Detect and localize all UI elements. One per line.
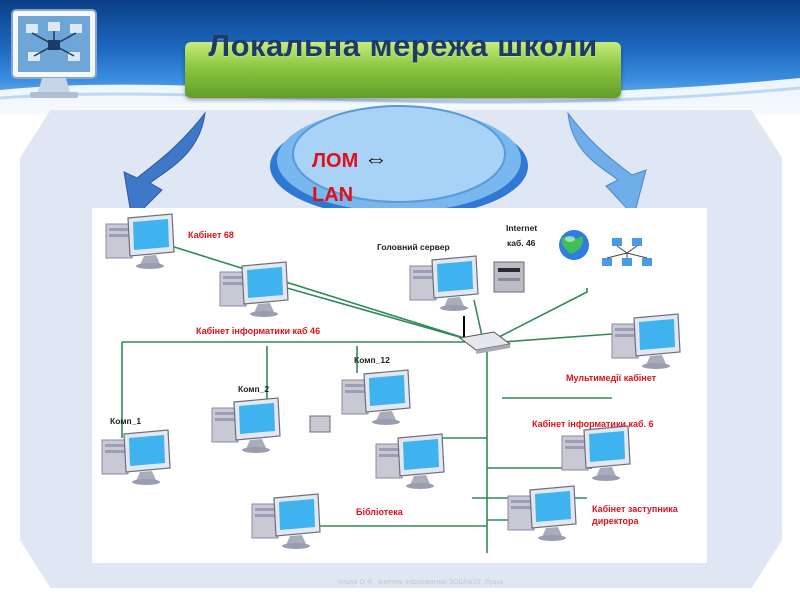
label-komp12: Комп_12 [354, 355, 390, 365]
computer-center-icon [376, 434, 444, 489]
internet-globe-icon [559, 230, 589, 260]
computer-cab46-icon [220, 262, 288, 317]
label-cab68: Кабінет 68 [188, 230, 234, 240]
lan-acronyms: ЛОМ ⇔ LAN [312, 143, 388, 212]
computer-deputy-icon [508, 486, 576, 541]
computer-cab6-icon [562, 426, 630, 481]
bidirectional-arrow-icon: ⇔ [364, 146, 388, 173]
computer-komp2-icon [212, 398, 280, 453]
label-cab-inf46: Кабінет інформатики каб 46 [196, 326, 320, 336]
footer-credit: Чешук О.Ф., вчитель інформатики ЗОШ№20, … [290, 579, 550, 586]
computer-library-icon [252, 494, 320, 549]
computer-komp12-icon [342, 370, 410, 425]
label-komp2: Комп_2 [238, 384, 269, 394]
lom-label: ЛОМ [312, 150, 358, 172]
network-diagram-svg: Кабінет 68 Кабінет інформатики каб 46 Му… [92, 208, 707, 563]
label-library: Бібліотека [356, 507, 404, 517]
label-cab-inf6: Кабінет інформатики каб. 6 [532, 419, 654, 429]
main-server-icon [410, 256, 524, 311]
computer-multimedia-icon [612, 314, 680, 369]
page-title: Локальна мережа школи [185, 28, 621, 64]
label-deputy-2: директора [592, 516, 640, 526]
label-multimedia: Мультимедії кабінет [566, 373, 657, 383]
label-cab46-server: каб. 46 [507, 238, 536, 248]
label-komp1: Комп_1 [110, 416, 141, 426]
logo-monitor-icon [8, 6, 100, 102]
network-nodes-icon [602, 238, 652, 266]
label-server: Головний сервер [377, 242, 450, 252]
lan-label: LAN [312, 178, 388, 212]
computer-komp1-icon [102, 430, 170, 485]
label-deputy-1: Кабінет заступника [592, 504, 679, 514]
lan-oval [268, 98, 530, 220]
network-diagram: Кабінет 68 Кабінет інформатики каб 46 Му… [92, 208, 707, 563]
computer-cab68-icon [106, 214, 174, 269]
right-curved-arrow-icon [560, 108, 660, 223]
printer-icon [310, 416, 330, 432]
label-internet: Internet [506, 223, 537, 233]
